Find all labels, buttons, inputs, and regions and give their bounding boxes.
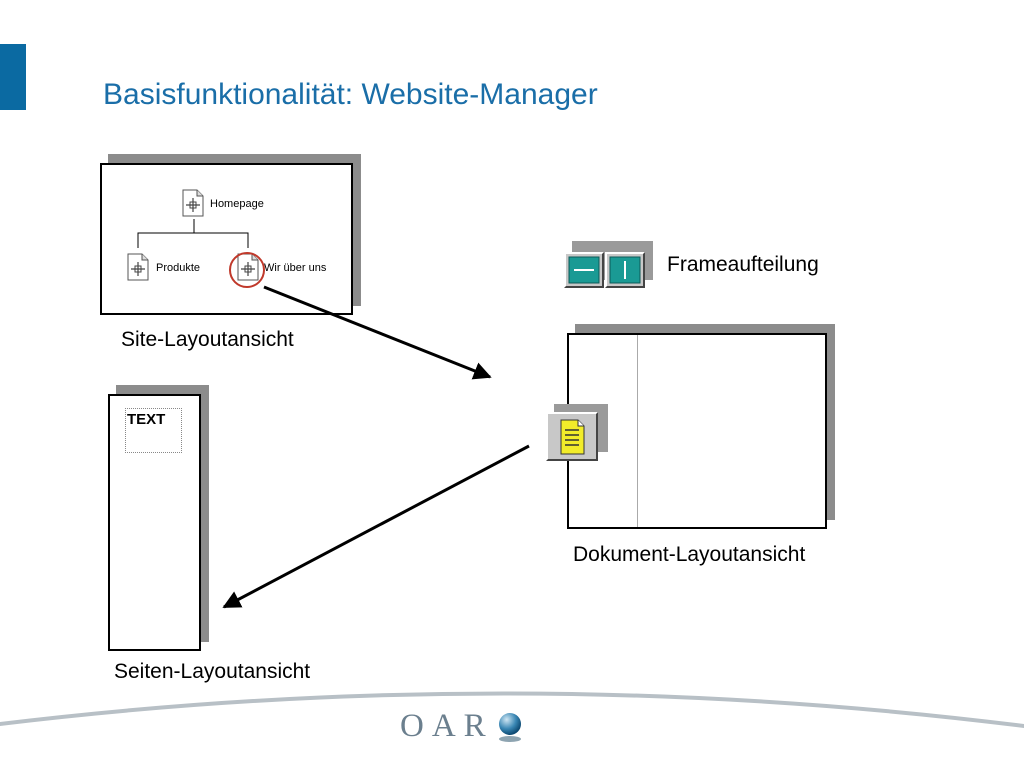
arrow-to-page bbox=[222, 444, 530, 609]
document-button[interactable] bbox=[546, 412, 598, 461]
site-layout-panel bbox=[100, 163, 353, 315]
node-label-produkte[interactable]: Produkte bbox=[156, 262, 201, 274]
node-label-homepage[interactable]: Homepage bbox=[210, 198, 264, 210]
site-layout-caption: Site-Layoutansicht bbox=[121, 328, 294, 351]
frame-divider[interactable] bbox=[637, 335, 638, 527]
page-title: Basisfunktionalität: Website-Manager bbox=[103, 78, 598, 111]
document-layout-caption: Dokument-Layoutansicht bbox=[573, 543, 806, 566]
accent-bar bbox=[0, 44, 26, 110]
oar-logo-text: OAR bbox=[400, 708, 494, 744]
horizontal-split-icon bbox=[568, 256, 600, 284]
page-layout-panel bbox=[108, 394, 201, 651]
horizontal-split-button[interactable] bbox=[564, 252, 604, 288]
node-label-wir-ueber-uns[interactable]: Wir über uns bbox=[264, 262, 327, 274]
document-layout-panel bbox=[567, 333, 827, 529]
vertical-split-button[interactable] bbox=[605, 252, 645, 288]
footer-swoosh bbox=[0, 691, 1024, 728]
page-node-icon[interactable] bbox=[181, 188, 205, 218]
site-tree-lines bbox=[137, 219, 249, 248]
page-layout-caption: Seiten-Layoutansicht bbox=[114, 660, 311, 683]
frame-split-caption: Frameaufteilung bbox=[667, 253, 819, 276]
text-box[interactable]: TEXT bbox=[125, 408, 182, 453]
page-node-icon[interactable] bbox=[126, 252, 150, 282]
arrow-to-document bbox=[263, 285, 492, 380]
document-icon bbox=[560, 419, 585, 455]
vertical-split-icon bbox=[609, 256, 641, 284]
highlight-circle bbox=[229, 252, 265, 288]
globe-logo-icon bbox=[499, 713, 521, 742]
